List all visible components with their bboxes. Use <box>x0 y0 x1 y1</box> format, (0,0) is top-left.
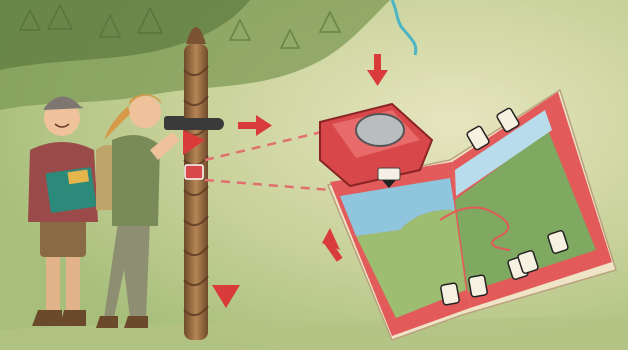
boy-boot-right <box>60 310 86 326</box>
device-dial <box>356 114 404 146</box>
device-window <box>378 168 400 180</box>
guidebook <box>45 167 96 213</box>
viewer-mount <box>178 118 224 130</box>
girl-head <box>129 96 161 128</box>
sight-marker <box>185 165 203 179</box>
